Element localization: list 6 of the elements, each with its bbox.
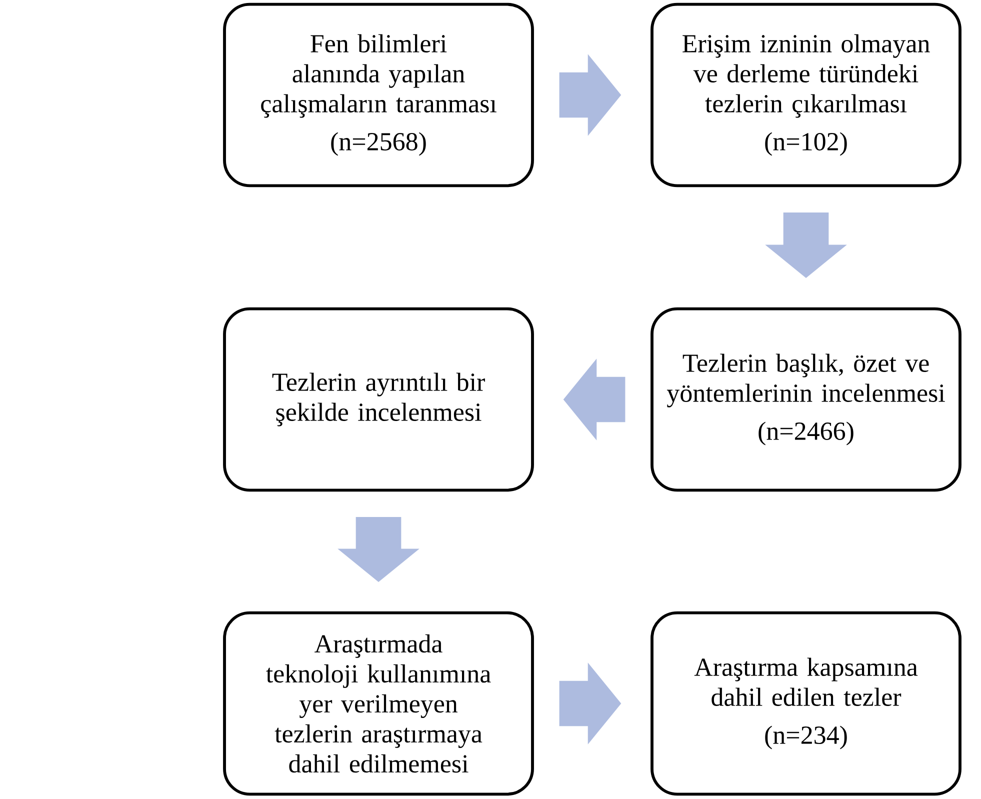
process-box: Erişim izninin olmayan ve derleme türündeki tezlerin çıkarılması (n=102) [650, 2, 962, 188]
process-box: Fen bilimleri alanında yapılan çalışmaların taranması (n=2568) [223, 2, 534, 188]
process-box: Tezlerin ayrıntılı bir şekilde incelenmesi [223, 307, 534, 492]
process-box: Tezlerin başlık, özet ve yöntemlerinin incelenmesi (n=2466) [650, 307, 962, 492]
process-box: Araştırma kapsamına dahil edilen tezler (n=234) [650, 611, 962, 796]
process-box: Araştırmada teknoloji kullanımına yer verilmeyen tezlerin araştırmaya dahil edilmemesi [223, 611, 534, 796]
